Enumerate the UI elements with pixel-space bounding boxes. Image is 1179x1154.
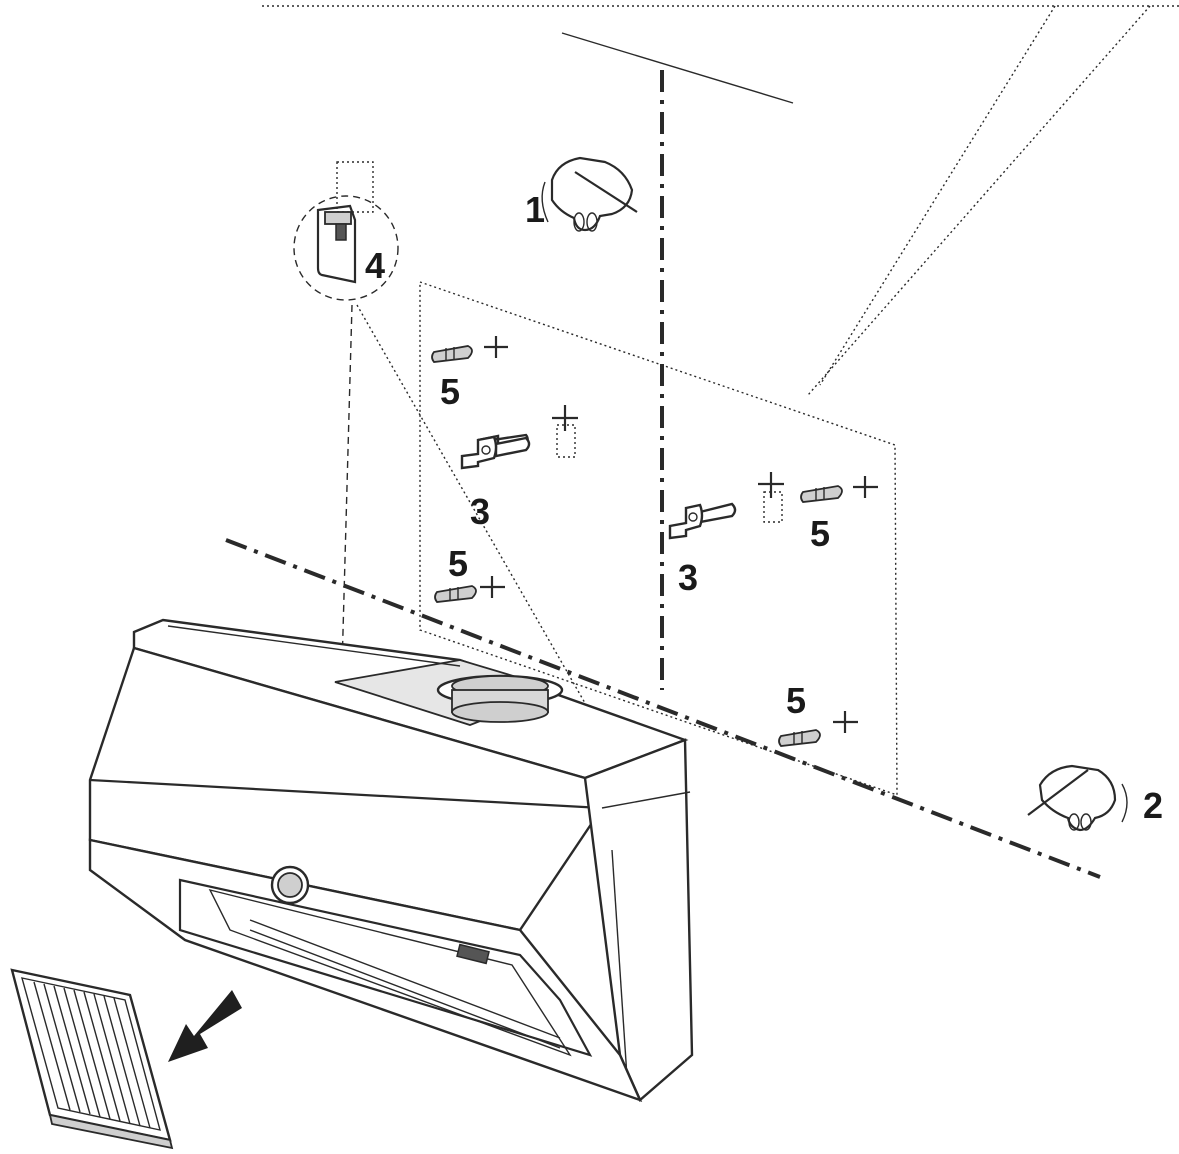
callout-4: 4 (365, 245, 385, 286)
callout-5: 5 (810, 513, 830, 554)
callout-5: 5 (440, 371, 460, 412)
hand-marking-pencil-icon (1027, 764, 1128, 832)
callout-1: 1 (525, 189, 545, 230)
hand-marking-pencil-icon (541, 156, 638, 232)
hanging-bracket-icon (668, 472, 784, 540)
wall-plug-icon (778, 711, 858, 747)
wall-plug-icon (800, 476, 878, 503)
callout-5: 5 (448, 543, 468, 584)
brand-plate (456, 943, 490, 965)
callout-3: 3 (678, 557, 698, 598)
callout-2: 2 (1143, 785, 1163, 826)
callout-5: 5 (786, 680, 806, 721)
hanging-bracket-icon (460, 405, 578, 470)
cooker-hood (88, 618, 694, 1103)
horizontal-reference-line (225, 538, 1101, 879)
motor-outlet (436, 674, 564, 723)
ceiling-outline (262, 5, 1179, 396)
wall-plug-icon (431, 336, 508, 363)
removal-arrow-icon (168, 990, 242, 1062)
wall-plug-icon (434, 576, 505, 603)
grease-filter-icon (10, 968, 174, 1150)
callout-3: 3 (470, 491, 490, 532)
